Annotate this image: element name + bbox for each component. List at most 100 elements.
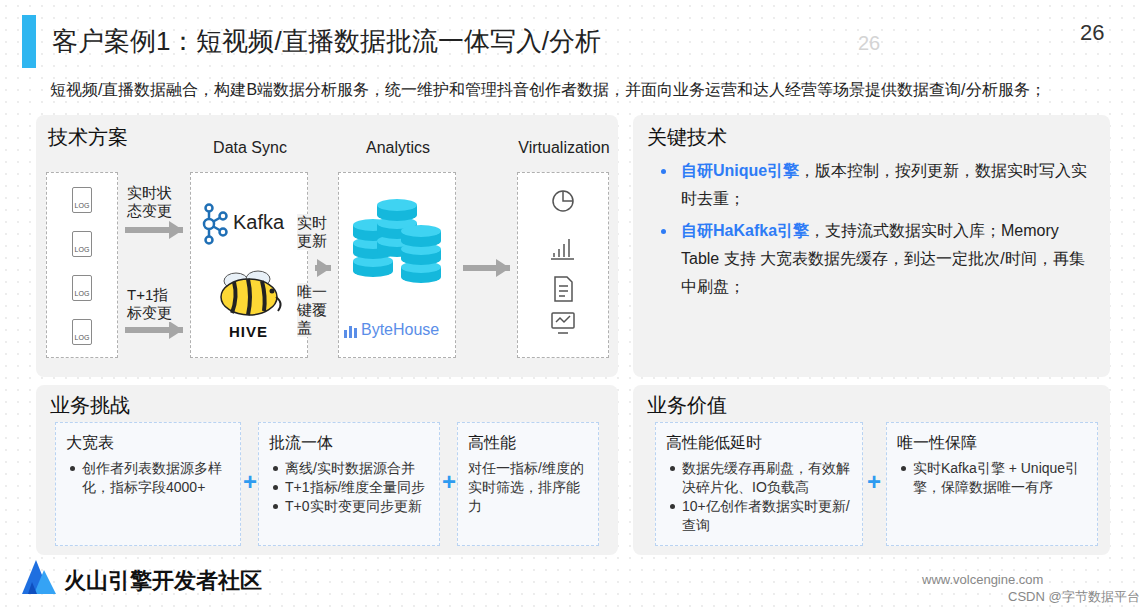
kafka-logo	[199, 203, 229, 245]
box-heading: 高性能	[468, 434, 516, 451]
challenge-panel: 业务挑战大宽表创作者列表数据源多样化，指标字段4000+批流一体离线/实时数据源…	[36, 385, 618, 555]
node-text-anchor: LOG	[72, 187, 92, 213]
page-number-watermark: 26	[858, 32, 880, 55]
label-anchor: +	[243, 468, 257, 496]
node-text: 创作者列表数据源多样化，指标字段4000+	[82, 460, 222, 495]
label-anchor: 短视频/直播数据融合，构建B端数据分析服务，统一维护和管理抖音创作者数据，并面向…	[50, 80, 1130, 101]
text-group: T+0实时变更同步更新	[269, 497, 429, 516]
watermark: CSDN @字节数据平台	[1008, 588, 1140, 606]
text-group: 批流一体	[269, 431, 429, 455]
page-number: 26	[1080, 20, 1104, 46]
node-text-anchor: HIVE	[191, 323, 306, 340]
column-heading-anchor: Data Sync	[171, 139, 329, 157]
label-anchor: +	[867, 468, 881, 496]
bullet-dot	[670, 466, 675, 471]
text-group: 数据先缓存再刷盘，有效解决碎片化、IO负载高	[666, 459, 852, 497]
label-anchor: 26	[1080, 20, 1104, 46]
bullet-dot	[273, 485, 278, 490]
node-text: 10+亿创作者数据实时更新/查询	[682, 498, 850, 533]
node-text: HIVE	[191, 323, 306, 340]
bullet-dot	[670, 504, 675, 509]
challenge-box: 高性能对任一指标/维度的实时筛选，排序能力	[457, 422, 599, 546]
flow-arrow	[315, 265, 331, 271]
bullet-dot	[661, 169, 666, 174]
bullet-dot	[273, 504, 278, 509]
arrow-label-anchor: 实时状态变更	[127, 184, 177, 220]
node-text: 实时Kafka引擎 + Unique引擎，保障数据唯一有序	[913, 460, 1079, 495]
text-group: 离线/实时数据源合并	[269, 459, 429, 478]
log-source-box: LOG LOG LOG LOG	[46, 172, 118, 358]
arrow-label: 实时更新	[297, 214, 331, 250]
flow-arrow	[125, 227, 183, 233]
box-heading: 唯一性保障	[897, 434, 977, 451]
text-group: 实时Kafka引擎 + Unique引擎，保障数据唯一有序	[897, 459, 1087, 497]
bytehouse-cylinders	[349, 199, 445, 299]
plus-sign: +	[867, 468, 881, 496]
arrow-label: 唯一键覆盖	[297, 283, 331, 337]
arrow-label-anchor: 实时更新	[297, 214, 331, 250]
box-heading: 批流一体	[269, 434, 333, 451]
flow-arrow	[125, 327, 183, 333]
column-heading-anchor: Virtualization	[498, 139, 630, 157]
panel-heading: 业务挑战	[50, 394, 130, 416]
subtitle: 短视频/直播数据融合，构建B端数据分析服务，统一维护和管理抖音创作者数据，并面向…	[50, 80, 1130, 101]
arrow-label: T+1指标变更	[127, 286, 177, 322]
text-group: 高性能低延时	[666, 431, 852, 455]
node-text-anchor: LOG	[72, 231, 92, 257]
flow-arrow	[463, 265, 510, 271]
node-text-anchor: ByteHouse	[361, 321, 439, 339]
bullet-dot	[901, 466, 906, 471]
arrow-label: 实时状态变更	[127, 184, 177, 220]
bullet-dot	[661, 229, 666, 234]
node-text: 自研HaKafka引擎	[681, 222, 809, 239]
node-text: 对任一指标/维度的实时筛选，排序能力	[468, 460, 584, 514]
key-tech-panel: 关键技术自研Unique引擎，版本控制，按列更新，数据实时写入实时去重；自研Ha…	[633, 115, 1110, 377]
brand-logo	[22, 560, 56, 594]
analytics-box: AnalyticsByteHouse	[338, 172, 456, 358]
plus-sign: +	[442, 468, 456, 496]
text-group: 唯一性保障	[897, 431, 1087, 455]
node-text: 离线/实时数据源合并	[285, 460, 415, 476]
label-anchor: www.volcengine.com	[922, 572, 1043, 587]
node-text: ByteHouse	[361, 321, 439, 339]
node-text: 数据先缓存再刷盘，有效解决碎片化、IO负载高	[682, 460, 850, 495]
node-text: LOG	[72, 275, 92, 301]
challenge-box: 批流一体离线/实时数据源合并 T+1指标/维度全量同步 T+0实时变更同步更新	[258, 422, 440, 546]
label-anchor: CSDN @字节数据平台	[1008, 588, 1140, 606]
label-anchor: 26	[858, 32, 880, 55]
challenge-box: 大宽表创作者列表数据源多样化，指标字段4000+	[55, 422, 241, 546]
bullet-dot	[70, 466, 75, 471]
node-text: LOG	[72, 231, 92, 257]
text-group: 对任一指标/维度的实时筛选，排序能力	[468, 459, 588, 516]
column-heading-anchor: Analytics	[319, 139, 477, 157]
text-group: 大宽表	[66, 431, 230, 455]
column-heading: Data Sync	[171, 139, 329, 157]
value-box: 高性能低延时数据先缓存再刷盘，有效解决碎片化、IO负载高10+亿创作者数据实时更…	[655, 422, 863, 546]
value-box: 唯一性保障实时Kafka引擎 + Unique引擎，保障数据唯一有序	[886, 422, 1098, 546]
box-heading: 大宽表	[66, 434, 114, 451]
node-text: Kafka	[233, 211, 284, 234]
panel-heading: 关键技术	[647, 126, 727, 148]
hive-logo	[214, 267, 284, 319]
label-anchor: 火山引擎开发者社区	[64, 566, 262, 596]
node-text: T+1指标/维度全量同步	[285, 479, 425, 495]
node-text: T+0实时变更同步更新	[285, 498, 422, 514]
column-heading: Virtualization	[498, 139, 630, 157]
visualization-icons	[548, 189, 578, 339]
plus-sign: +	[243, 468, 257, 496]
node-text-anchor: LOG	[72, 319, 92, 345]
node-text: 自研Unique引擎	[681, 162, 799, 179]
text-group: 10+亿创作者数据实时更新/查询	[666, 497, 852, 535]
text-group: 自研Unique引擎，版本控制，按列更新，数据实时写入实时去重；	[647, 157, 1088, 213]
text-group: 自研HaKafka引擎，支持流式数据实时入库；Memory Table 支持 大…	[647, 217, 1088, 301]
bytehouse-mark	[344, 324, 358, 338]
text-group: 业务价值	[647, 389, 1096, 421]
column-heading: Analytics	[319, 139, 477, 157]
brand-name: 火山引擎开发者社区	[64, 566, 262, 596]
title-accent-bar	[22, 15, 36, 68]
text-group: 高性能	[468, 431, 588, 455]
box-heading: 高性能低延时	[666, 434, 762, 451]
watermark: www.volcengine.com	[922, 572, 1043, 587]
node-text: LOG	[72, 319, 92, 345]
